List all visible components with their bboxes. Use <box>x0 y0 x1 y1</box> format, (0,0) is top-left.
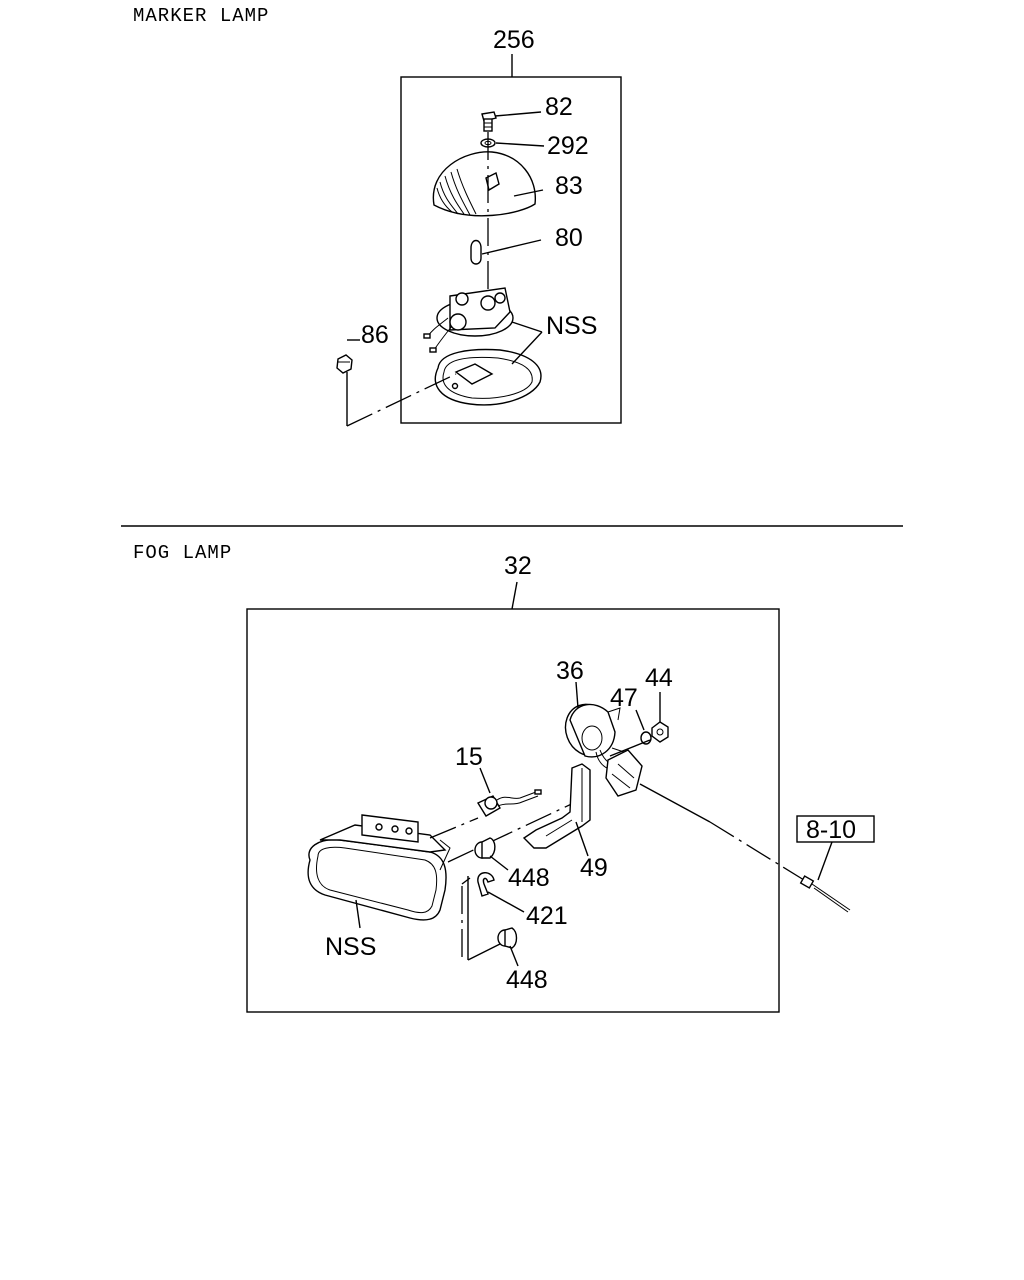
fog-assembly-box <box>246 608 780 1013</box>
label-448-lower: 448 <box>506 966 548 994</box>
marker-gasket-part <box>434 348 542 406</box>
marker-assembly-box <box>400 76 622 424</box>
grommet-448-lower-part <box>497 927 518 949</box>
fog-bulb-15-part <box>476 789 542 817</box>
fog-assembly-number: 32 <box>504 552 532 580</box>
fog-connector-part <box>595 749 643 797</box>
fog-lamp-title: FOG LAMP <box>133 542 232 564</box>
label-83: 83 <box>555 172 583 200</box>
label-80: 80 <box>555 224 583 252</box>
screw-82-part <box>481 111 497 132</box>
marker-lamp-title: MARKER LAMP <box>133 5 269 27</box>
label-421: 421 <box>526 902 568 930</box>
nut-86-part <box>336 354 353 374</box>
label-36: 36 <box>556 657 584 685</box>
label-49: 49 <box>580 854 608 882</box>
marker-assembly-number: 256 <box>493 26 535 54</box>
ref-8-10-box <box>796 815 875 843</box>
label-292: 292 <box>547 132 589 160</box>
label-82: 82 <box>545 93 573 121</box>
bulb-80-part <box>470 239 482 265</box>
fog-lamp-section: FOG LAMP 32 NSS 15 <box>133 542 875 1013</box>
marker-lamp-section: MARKER LAMP 256 82 292 83 <box>133 5 622 427</box>
bracket-49-part <box>522 763 591 849</box>
label-47: 47 <box>610 684 638 712</box>
fog-housing-part <box>307 814 451 921</box>
clip-421-part <box>477 872 495 897</box>
label-44: 44 <box>645 664 673 692</box>
grommet-448-upper-part <box>474 837 496 859</box>
label-fog-nss: NSS <box>325 933 376 961</box>
label-86: 86 <box>361 321 389 349</box>
label-448-upper: 448 <box>508 864 550 892</box>
label-marker-nss: NSS <box>546 312 597 340</box>
nut-44-part <box>651 721 669 743</box>
label-8-10: 8-10 <box>806 816 856 844</box>
label-15: 15 <box>455 743 483 771</box>
lens-83-part <box>432 151 536 217</box>
marker-socket-part <box>423 287 514 353</box>
